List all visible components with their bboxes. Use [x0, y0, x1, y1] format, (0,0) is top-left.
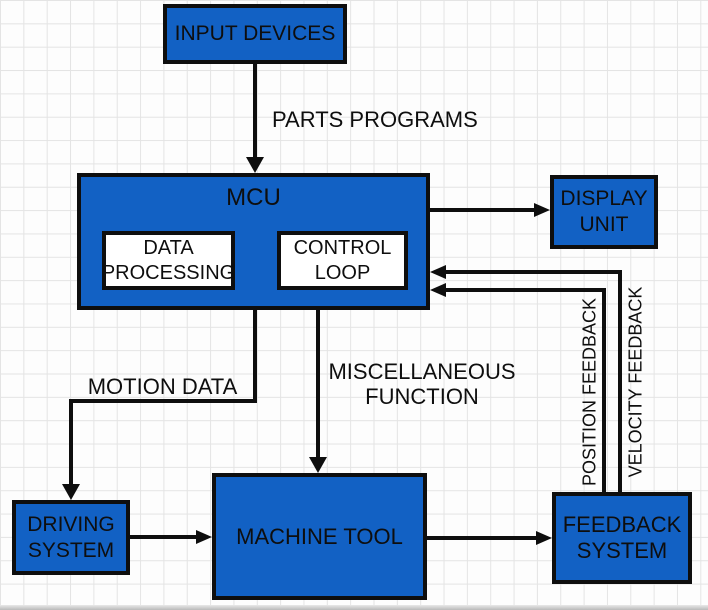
edge-parts-programs-line	[253, 63, 257, 157]
bottom-edge-strip	[0, 605, 708, 610]
edge-label-position-feedback: POSITION FEEDBACK	[579, 297, 600, 487]
edge-misc-function-line	[316, 310, 320, 457]
edge-motion-data-hline	[69, 399, 257, 403]
arrowhead-down-icon	[309, 457, 327, 473]
arrowhead-left-icon	[430, 265, 446, 279]
edge-machine-feedback-line	[427, 536, 536, 540]
node-driving-system: DRIVING SYSTEM	[12, 500, 130, 575]
node-mcu-label: MCU	[226, 184, 281, 211]
edge-velocity-feedback-hline	[446, 270, 622, 274]
node-machine-tool-label: MACHINE TOOL	[236, 523, 403, 549]
node-mcu: MCU DATA PROCESSING CONTROL LOOP	[77, 173, 430, 310]
edge-position-feedback-hline	[446, 288, 606, 292]
edge-motion-data-vline2	[69, 399, 73, 484]
edge-position-feedback-vline	[602, 288, 606, 492]
node-display-unit: DISPLAY UNIT	[550, 175, 658, 249]
node-display-unit-label: DISPLAY UNIT	[560, 187, 648, 236]
node-control-loop: CONTROL LOOP	[277, 231, 408, 290]
edge-label-velocity-feedback: VELOCITY FEEDBACK	[625, 286, 646, 478]
arrowhead-down-icon	[62, 484, 80, 500]
edge-velocity-feedback-vline	[618, 270, 622, 492]
node-control-loop-label: CONTROL LOOP	[293, 236, 392, 284]
node-feedback-system-label: FEEDBACK SYSTEM	[562, 512, 682, 563]
arrowhead-left-icon	[430, 283, 446, 297]
node-machine-tool: MACHINE TOOL	[212, 473, 427, 600]
edge-label-parts-programs: PARTS PROGRAMS	[272, 107, 478, 132]
edge-mcu-display-line	[430, 208, 534, 212]
arrowhead-right-icon	[196, 530, 212, 544]
node-data-processing: DATA PROCESSING	[102, 231, 235, 290]
node-feedback-system: FEEDBACK SYSTEM	[552, 492, 692, 584]
arrowhead-down-icon	[246, 157, 264, 173]
edge-label-motion-data: MOTION DATA	[87, 374, 238, 399]
node-driving-system-label: DRIVING SYSTEM	[27, 512, 115, 562]
edge-driving-machine-line	[130, 535, 196, 539]
node-data-processing-label: DATA PROCESSING	[101, 236, 236, 284]
arrowhead-right-icon	[534, 203, 550, 217]
node-input-devices-label: INPUT DEVICES	[174, 22, 336, 45]
arrowhead-right-icon	[536, 531, 552, 545]
edge-motion-data-vline1	[253, 310, 257, 403]
edge-label-miscellaneous-function: MISCELLANEOUS FUNCTION	[328, 359, 516, 409]
node-input-devices: INPUT DEVICES	[163, 4, 347, 64]
